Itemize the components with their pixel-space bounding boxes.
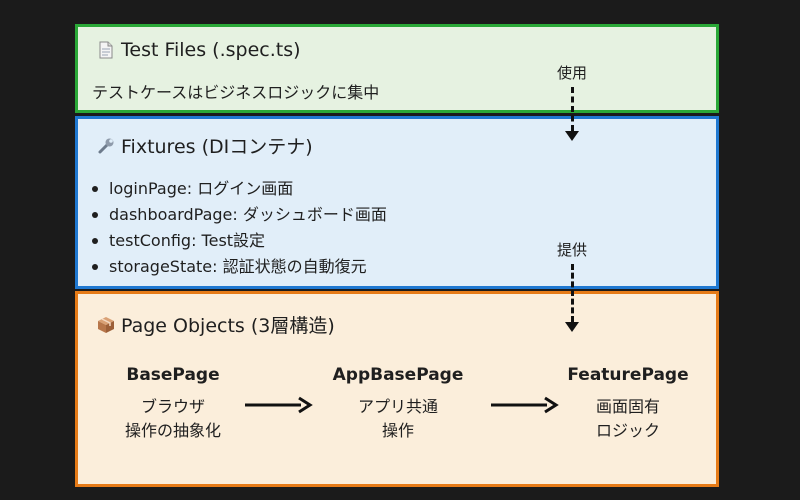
uses-label: 使用 [556,64,587,82]
class-description: アプリ共通 操作 [357,397,438,440]
page-objects-title: Page Objects (3層構造) [97,311,335,338]
test-files-description: テストケースはビジネスロジックに集中 [92,83,380,102]
fixtures-title-text: Fixtures (DIコンテナ) [121,136,313,158]
page-objects-layer: Page Objects (3層構造) BasePage ブラウザ 操作の抽象化… [75,291,719,487]
package-icon [97,316,115,334]
test-files-title: Test Files (.spec.ts) [97,39,301,61]
inheritance-arrow [491,396,559,414]
dashed-connector [570,264,574,322]
dashed-connector [570,87,574,131]
page-objects-title-text: Page Objects (3層構造) [121,315,335,337]
base-page-node: BasePage ブラウザ 操作の抽象化 [83,365,263,443]
class-description: ブラウザ 操作の抽象化 [124,397,221,440]
fixture-item: testConfig: Test設定 [90,228,387,254]
wrench-icon [97,137,115,155]
fixture-item: dashboardPage: ダッシュボード画面 [90,202,387,228]
test-files-layer: Test Files (.spec.ts) テストケースはビジネスロジックに集中 [75,24,719,113]
test-files-title-text: Test Files (.spec.ts) [121,39,301,61]
class-name: BasePage [126,365,220,385]
fixture-item: loginPage: ログイン画面 [90,176,387,202]
arrow-head [565,322,579,332]
arrow-head [565,131,579,141]
provides-label: 提供 [556,241,587,259]
fixtures-layer: Fixtures (DIコンテナ) loginPage: ログイン画面 dash… [75,116,719,289]
fixtures-title: Fixtures (DIコンテナ) [97,132,313,159]
uses-arrow: 使用 [549,62,595,141]
provides-arrow: 提供 [549,239,595,332]
fixture-item: storageState: 認証状態の自動復元 [90,254,387,280]
class-description: 画面固有 ロジック [595,397,660,440]
fixture-list: loginPage: ログイン画面 dashboardPage: ダッシュボード… [90,176,387,280]
class-name: AppBasePage [332,365,464,385]
inheritance-arrow [245,396,313,414]
app-base-page-node: AppBasePage アプリ共通 操作 [308,365,488,443]
feature-page-node: FeaturePage 画面固有 ロジック [538,365,718,443]
document-icon [97,41,115,59]
class-name: FeaturePage [567,365,689,385]
